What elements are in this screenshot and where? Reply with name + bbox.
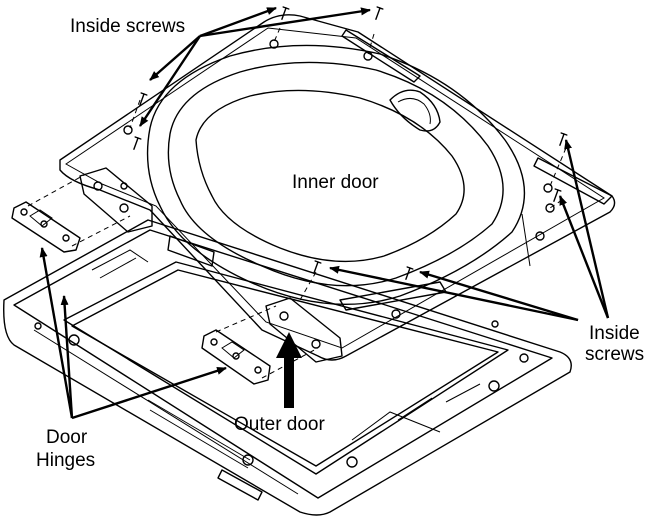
label-inner-door: Inner door	[292, 172, 379, 193]
door-hinge-left	[11, 201, 81, 253]
pointer-lines-inside-screws-right	[329, 139, 610, 322]
outer-door	[3, 219, 572, 516]
inner-door-panel	[59, 14, 616, 361]
outer-door-arrow	[276, 332, 302, 408]
label-door-hinges-line2: Hinges	[36, 450, 95, 471]
inner-door-hinge-bracket-left	[79, 167, 153, 233]
screw-icons	[133, 6, 568, 280]
label-inside-screws-right-line2: screws	[585, 344, 644, 365]
label-inside-screws-right-line1: Inside	[589, 323, 640, 344]
pointer-lines-door-hinges	[39, 247, 227, 420]
label-door-hinges-line1: Door	[46, 427, 88, 448]
label-inside-screws-top: Inside screws	[70, 16, 185, 37]
pointer-lines-inside-screws-top	[139, 6, 371, 127]
inner-door-hinge-bracket-right	[265, 297, 343, 363]
label-outer-door: Outer door	[234, 414, 325, 435]
door-hinge-center	[201, 329, 271, 385]
